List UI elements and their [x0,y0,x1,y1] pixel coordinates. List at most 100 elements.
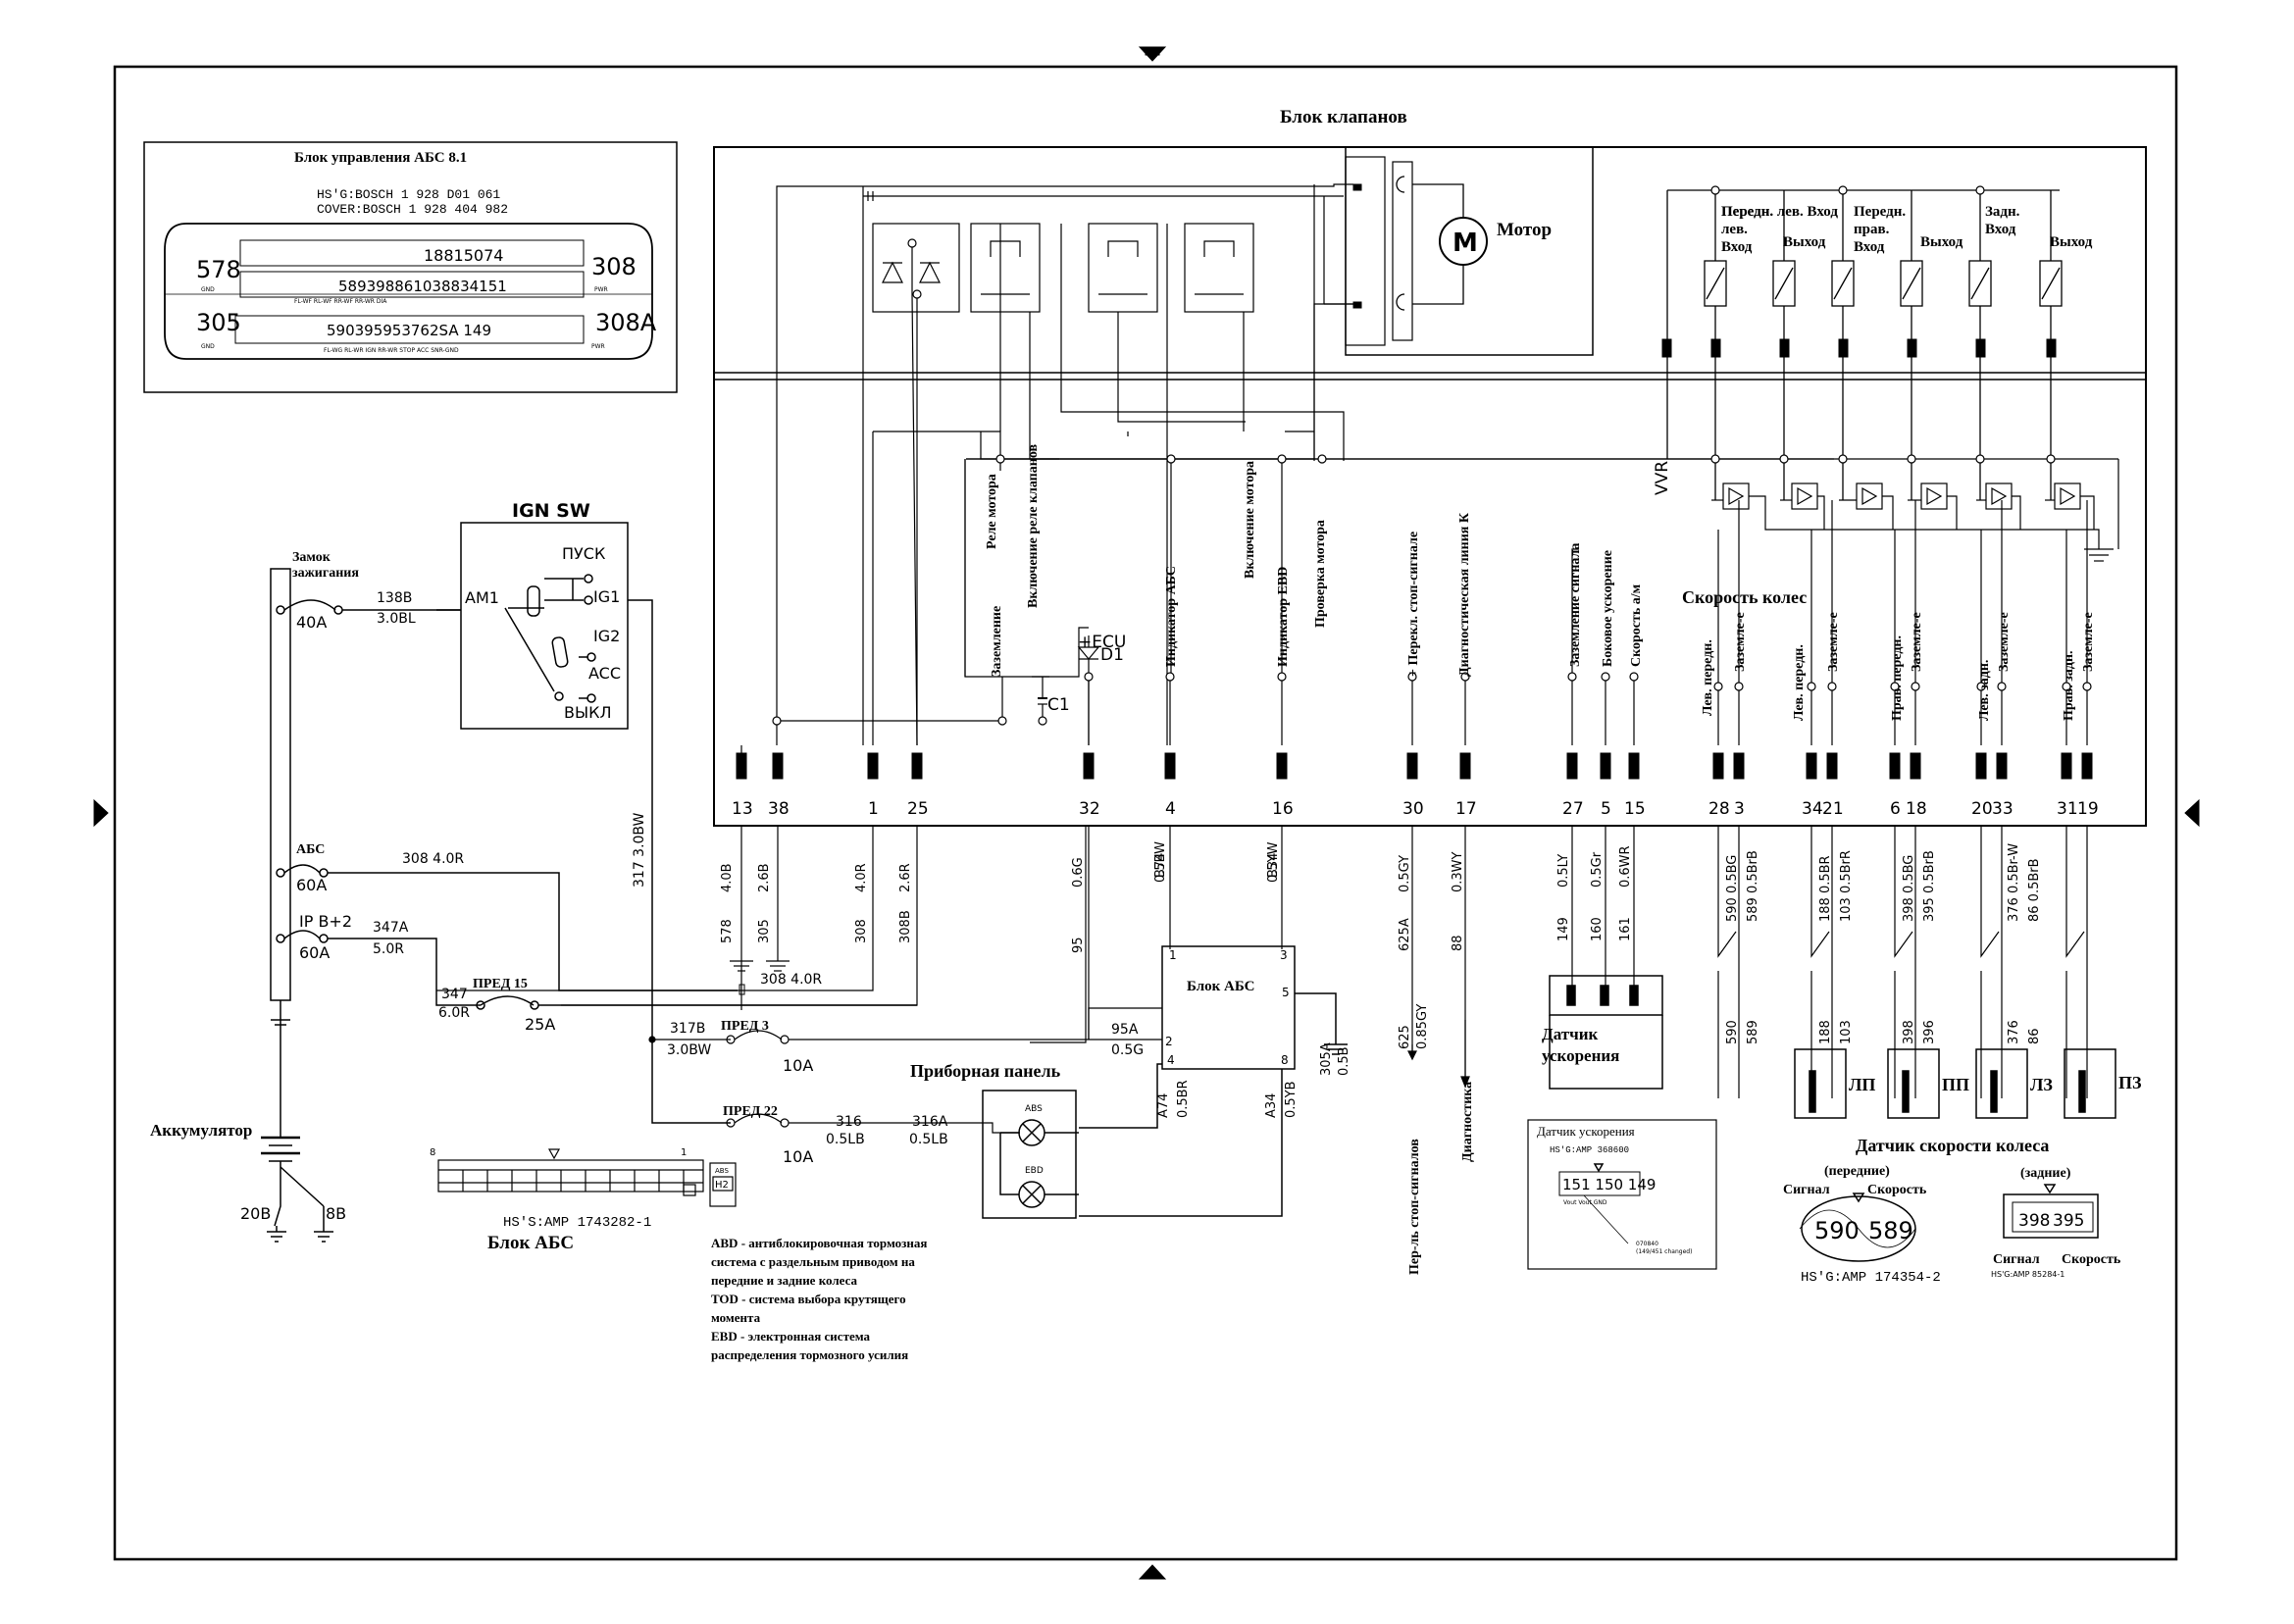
wire-label: 0.5GY [1398,855,1412,892]
vertical-label: Включение мотора [1243,461,1257,579]
svg-text:316A: 316A [912,1114,948,1130]
vertical-label: Прав. задн. [2062,650,2076,721]
ecu-row2: 589398861038834151 [338,278,507,295]
legend-line: TOD - система выбора крутящего [711,1292,906,1306]
svg-text:138B: 138B [377,590,412,606]
vertical-label: Проверка мотора [1313,520,1328,628]
legend-line: ABD - антиблокировочная тормозная [711,1236,927,1250]
svg-text:FL-WF RL-WF RR-WF RR-WR DI: FL-WF RL-WF RR-WF RR-WR DIA [294,298,387,305]
svg-text:316: 316 [836,1114,862,1130]
wire-label: 308 [854,919,869,943]
svg-text:398: 398 [2018,1211,2050,1231]
connector-pin [736,752,747,780]
vertical-label: Скорость а/м [1629,584,1644,667]
wire-label: 376 0.5Br-W [2007,843,2021,922]
vertical-label: Индикатор АБС [1164,566,1179,667]
wire-label: 0.5BW [1153,841,1168,883]
wire-label: 2.6B [757,863,772,892]
wire-label: 95 [1071,937,1086,953]
wire-label: 395 0.5BrB [1922,850,1937,922]
svg-text:H2: H2 [715,1180,729,1191]
ign-switch [436,522,731,1124]
ground-pin-13 [730,960,790,972]
outer-frame [113,65,2178,1561]
svg-text:20B: 20B [240,1204,271,1223]
wire-label: 376 [2007,1020,2021,1044]
wire-label: 398 [1902,1020,1916,1044]
svg-text:HS'G:AMP 368600: HS'G:AMP 368600 [1550,1145,1629,1155]
svg-text:PWR: PWR [591,343,605,350]
svg-text:395: 395 [2053,1211,2084,1231]
vertical-label: Заземле-е [2081,612,2096,672]
svg-text:3: 3 [1280,948,1288,962]
svg-text:(передние): (передние) [1824,1164,1890,1179]
wire-label: 188 [1818,1020,1833,1044]
svg-text:0.5B: 0.5B [1337,1046,1351,1076]
vertical-label: Включение реле клапанов [1026,444,1041,608]
wire-label: 0.6WR [1618,845,1633,888]
wire-label: 88 [1451,935,1465,951]
fuse-bar [261,568,917,1243]
d1-label: D1 [1100,645,1124,665]
svg-text:A34: A34 [1264,1093,1279,1118]
svg-text:5: 5 [1282,986,1290,999]
diagnostic-label: Диагностика [1460,1082,1475,1162]
wire-label: 149 [1556,917,1571,941]
abs-connector-title: Блок АБС [487,1233,574,1253]
vertical-label: Заземле-е [1997,612,2012,672]
svg-text:25A: 25A [525,1015,555,1034]
connector-pin [1276,752,1288,780]
svg-text:590: 590 [1814,1217,1860,1244]
svg-text:Датчик ускорения: Датчик ускорения [1537,1124,1635,1139]
pin-number: 13 [732,799,753,819]
valve-rear-out-label: Выход [2050,234,2093,250]
sensor-amplifiers [966,458,2119,562]
svg-text:EBD: EBD [1025,1166,1044,1176]
svg-text:ABS: ABS [715,1167,729,1175]
wire-label: 4.0B [720,863,735,892]
wire-label: 305 [757,919,772,943]
pin-number: 3 [1734,799,1745,819]
pin-number: 27 [1562,799,1584,819]
svg-text:HS'G:AMP 85284-1: HS'G:AMP 85284-1 [1991,1270,2065,1279]
wire-label: 86 0.5BrB [2027,858,2042,922]
pin-number: 32 [1079,799,1100,819]
svg-text:HS'G:AMP 174354-2: HS'G:AMP 174354-2 [1801,1270,1941,1286]
pin-number: 1 [868,799,879,819]
wheel-sensor-title: Датчик скорости колеса [1856,1136,2049,1155]
svg-text:0.5G: 0.5G [1111,1042,1144,1058]
svg-text:ПУСК: ПУСК [562,544,606,563]
pin-number: 38 [768,799,790,819]
svg-text:0.5YB: 0.5YB [1284,1081,1299,1118]
wheel-speed-title: Скорость колес [1682,587,1807,607]
svg-text:8: 8 [1281,1053,1289,1067]
svg-text:0.5LB: 0.5LB [909,1132,948,1147]
svg-text:ПРЕД 22: ПРЕД 22 [723,1104,778,1119]
svg-text:070840(149/451 changed): 070840(149/451 changed) [1636,1241,1692,1255]
valve-fl-out-label: Выход [1783,234,1826,250]
pin-wires [740,294,2088,765]
motor-label: Мотор [1497,220,1552,240]
svg-text:ПРЕД 15: ПРЕД 15 [473,977,528,991]
wire-label: 589 0.5BrB [1746,850,1760,922]
wire-label: 161 [1618,917,1633,941]
svg-text:(задние): (задние) [2020,1166,2071,1181]
battery-label: Аккумулятор [150,1121,252,1140]
wire-label: 590 [1725,1020,1740,1044]
svg-text:308 4.0R: 308 4.0R [760,972,822,988]
pin-number: 19 [2077,799,2099,819]
motor-icon [1439,217,1488,266]
abbreviation-legend: ABD - антиблокировочная тормознаясистема… [711,1236,927,1362]
svg-text:305A: 305A [1319,1042,1334,1076]
svg-text:ЛП: ЛП [1849,1075,1875,1094]
ecu-cover: COVER:BOSCH 1 928 404 982 [317,202,508,217]
connector-pin [1600,752,1611,780]
svg-text:ПЗ: ПЗ [2118,1073,2142,1092]
svg-text:0.85GY: 0.85GY [1415,1004,1430,1049]
ecu-pin-308: 308 [591,253,637,280]
pin-number: 16 [1272,799,1294,819]
svg-text:308 4.0R: 308 4.0R [402,851,464,867]
